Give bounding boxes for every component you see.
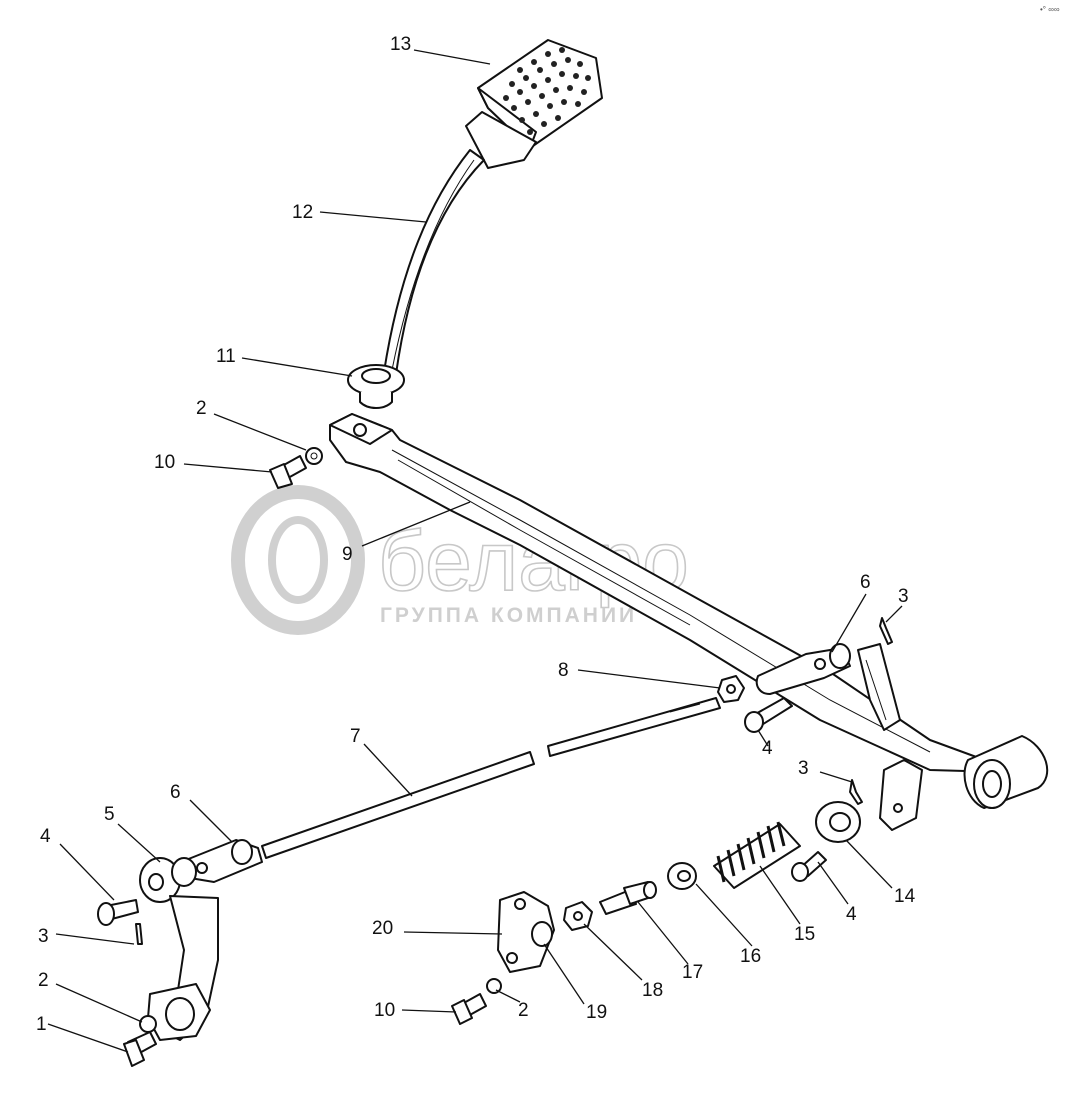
lower-arm (139, 857, 219, 1041)
callout-4-lower-left: 4 (40, 826, 51, 847)
corner-mark: •° ∞∞ (1040, 5, 1060, 14)
callout-8: 8 (558, 660, 569, 681)
callout-20: 20 (372, 918, 393, 939)
cotter-pin-upper (879, 617, 893, 645)
clevis-lower (185, 839, 263, 883)
callout-3-upper: 3 (898, 586, 909, 607)
pin-lower-right (791, 851, 827, 882)
callout-10-bottom: 10 (374, 1000, 395, 1021)
nut-18 (563, 901, 593, 931)
cotter-pin-lower-right (849, 779, 863, 805)
lever-shaft (329, 413, 1049, 831)
washer-bottom (486, 978, 502, 994)
callout-12: 12 (292, 202, 313, 223)
adjusting-bolt (599, 881, 657, 915)
callout-14: 14 (894, 886, 916, 907)
pedal-lever (383, 149, 485, 375)
bolt-lower-left (123, 1031, 157, 1067)
leader-lines (47, 49, 903, 1053)
pedal-pad (465, 39, 603, 169)
callout-15: 15 (794, 924, 815, 945)
spring-cap (815, 801, 861, 843)
callout-2-bottom: 2 (518, 1000, 529, 1021)
watermark-logo-inner (268, 516, 328, 604)
pin-lower-left (97, 899, 139, 926)
bolt-upper (269, 455, 307, 489)
callout-labels: 13 12 11 2 10 9 6 3 8 4 7 3 6 5 4 3 2 1 … (36, 34, 916, 1035)
callout-5: 5 (104, 804, 115, 825)
rod (261, 697, 721, 859)
callout-11: 11 (216, 346, 236, 367)
bracket-plate (497, 891, 555, 973)
bolt-bottom (451, 993, 487, 1025)
nut (717, 675, 745, 703)
washer-16 (667, 862, 697, 890)
washer-upper (305, 447, 323, 465)
callout-17: 17 (682, 962, 703, 983)
callout-18: 18 (642, 980, 663, 1001)
callout-2-upper: 2 (196, 398, 207, 419)
callout-6-lower: 6 (170, 782, 181, 803)
callout-6-upper: 6 (860, 572, 871, 593)
callout-3-lower-right: 3 (798, 758, 809, 779)
watermark-logo-ring (231, 485, 365, 635)
callout-4-middle: 4 (762, 738, 773, 759)
callout-13: 13 (390, 34, 411, 55)
pedal-hub (347, 364, 405, 409)
callout-2-lower-left: 2 (38, 970, 49, 991)
callout-16: 16 (740, 946, 761, 967)
watermark-subtitle: ГРУППА КОМПАНИИ (380, 604, 637, 627)
spring (713, 821, 801, 889)
cotter-pin-lower-left (135, 923, 143, 945)
washer-lower-left (139, 1015, 157, 1033)
callout-9: 9 (342, 544, 353, 565)
clevis-upper (755, 643, 901, 731)
pin-middle (744, 697, 793, 733)
callout-3-lower-left: 3 (38, 926, 49, 947)
callout-7: 7 (350, 726, 361, 747)
callout-1: 1 (36, 1014, 47, 1035)
callout-19: 19 (586, 1002, 607, 1023)
callout-4-lower-right: 4 (846, 904, 857, 925)
callout-10-upper: 10 (154, 452, 175, 473)
